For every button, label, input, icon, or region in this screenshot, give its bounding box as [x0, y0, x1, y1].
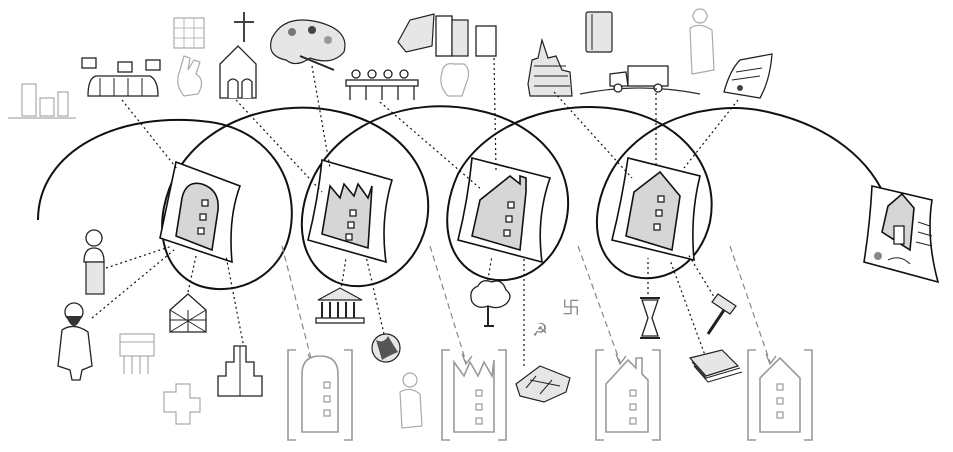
certificate-icon — [723, 53, 773, 99]
hammer-sickle-icon: ☭ — [532, 320, 548, 341]
hammer-sickle-symbol: ☭ — [532, 320, 548, 341]
book-icon — [585, 11, 613, 53]
fist-icon — [440, 63, 470, 97]
dashed-arrows — [281, 245, 777, 366]
swastika-symbol: 卐 — [562, 298, 580, 319]
stage-sheet-4 — [611, 157, 701, 262]
books-icon — [397, 13, 497, 57]
ghost-house-4 — [747, 349, 813, 441]
standing-figure-icon — [689, 8, 715, 75]
stage-sheet-2 — [307, 158, 393, 264]
ghost-figure-icon — [399, 372, 423, 429]
grid-icon — [173, 17, 205, 49]
stage-sheet-1 — [159, 160, 242, 264]
ruined-city-icon — [515, 365, 571, 403]
cross-icon — [234, 12, 254, 42]
stage-sheet-3 — [457, 156, 552, 264]
ghost-house-1 — [287, 349, 353, 441]
stepped-tower-icon — [217, 345, 263, 397]
bearded-man-icon — [57, 302, 93, 381]
half-timbered-house-icon — [169, 293, 207, 333]
city-skyline-icon — [8, 83, 76, 119]
paint-palette-icon — [270, 19, 346, 71]
globe-icon — [371, 333, 401, 363]
bust-statue-icon — [83, 229, 105, 295]
money-stack-icon — [688, 349, 743, 383]
protest-crowd-icon — [81, 57, 161, 97]
hammer-icon — [706, 293, 737, 335]
hourglass-icon — [640, 297, 660, 339]
ghost-house-2 — [441, 349, 507, 441]
swastika-symbol-icon: 卐 — [562, 298, 580, 319]
dense-city-icon — [527, 37, 573, 97]
hand-gesture-icon — [177, 55, 203, 97]
ghost-house-3 — [595, 349, 661, 441]
truck-icon — [579, 65, 701, 95]
tree-icon — [470, 280, 511, 327]
church-icon — [219, 45, 257, 99]
contract-document-icon — [863, 185, 940, 284]
meeting-table-icon — [345, 69, 419, 100]
classical-temple-icon — [315, 287, 365, 324]
puzzle-piece-icon — [163, 383, 201, 425]
facade-icon — [119, 333, 155, 374]
